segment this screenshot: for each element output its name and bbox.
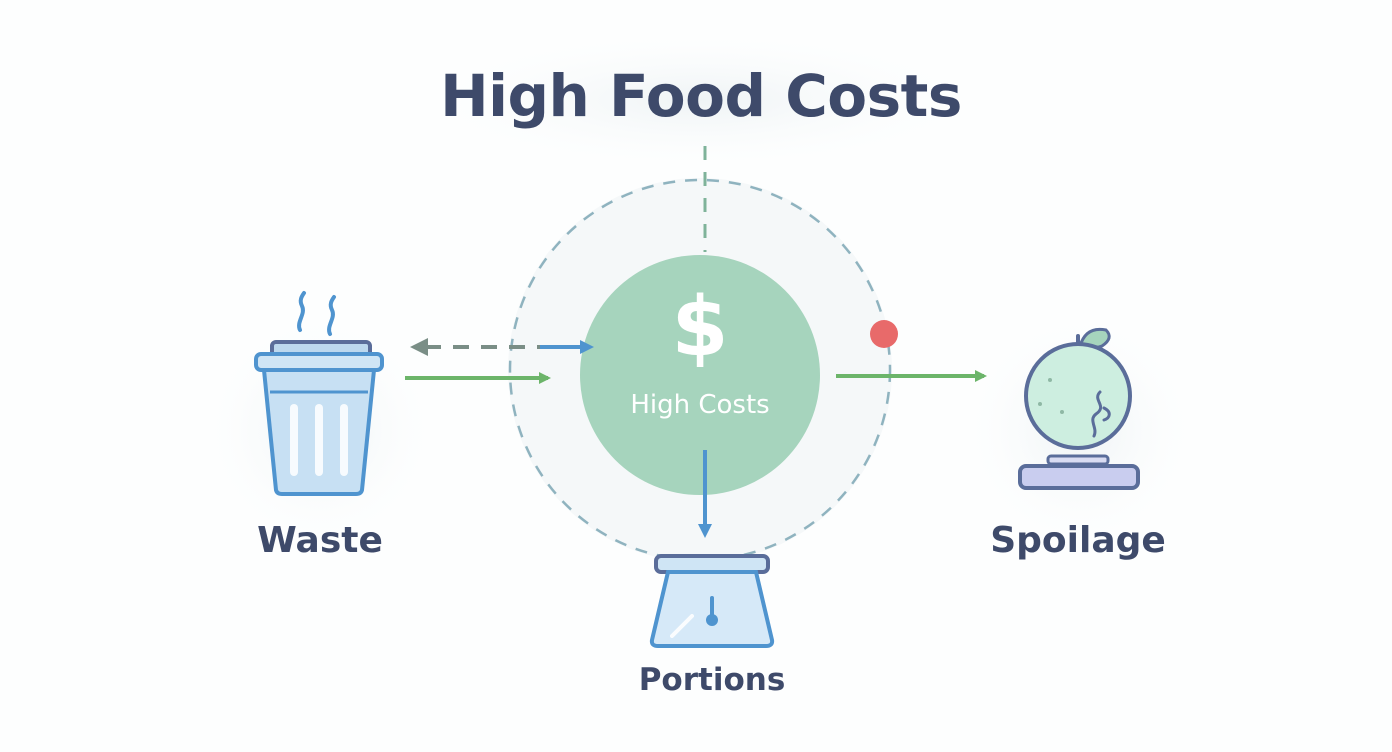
spoilage-label: Spoilage — [990, 520, 1166, 561]
trash-can-icon — [254, 291, 384, 496]
waste-label: Waste — [257, 520, 383, 561]
alert-dot — [870, 320, 898, 348]
title-halo — [410, 30, 990, 170]
rotten-fruit-icon — [1018, 327, 1140, 490]
center-label: High Costs — [630, 390, 770, 420]
center-circle — [580, 255, 820, 495]
portions-label: Portions — [638, 662, 786, 698]
diagram-title: High Food Costs — [440, 62, 962, 130]
kitchen-scale-icon — [649, 554, 775, 648]
dashed-ring — [508, 178, 892, 562]
gray-arrowhead — [410, 338, 428, 356]
dollar-sign-icon: $ — [671, 280, 729, 375]
